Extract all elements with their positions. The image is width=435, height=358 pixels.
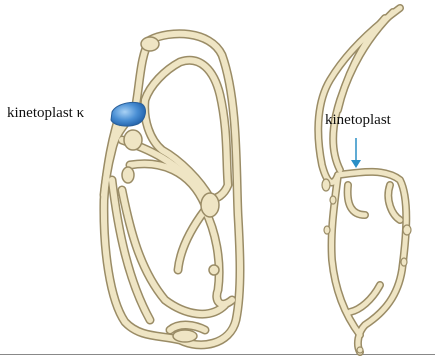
kinetoplast-label-right: kinetoplast [325,112,391,129]
right-cell-structure [318,8,411,353]
kinetoplast-left [111,102,145,126]
kinetoplast-arrow [351,138,361,168]
kinetoplast-label-left: kinetoplast κ [7,105,84,122]
left-cell-structure [104,34,240,345]
